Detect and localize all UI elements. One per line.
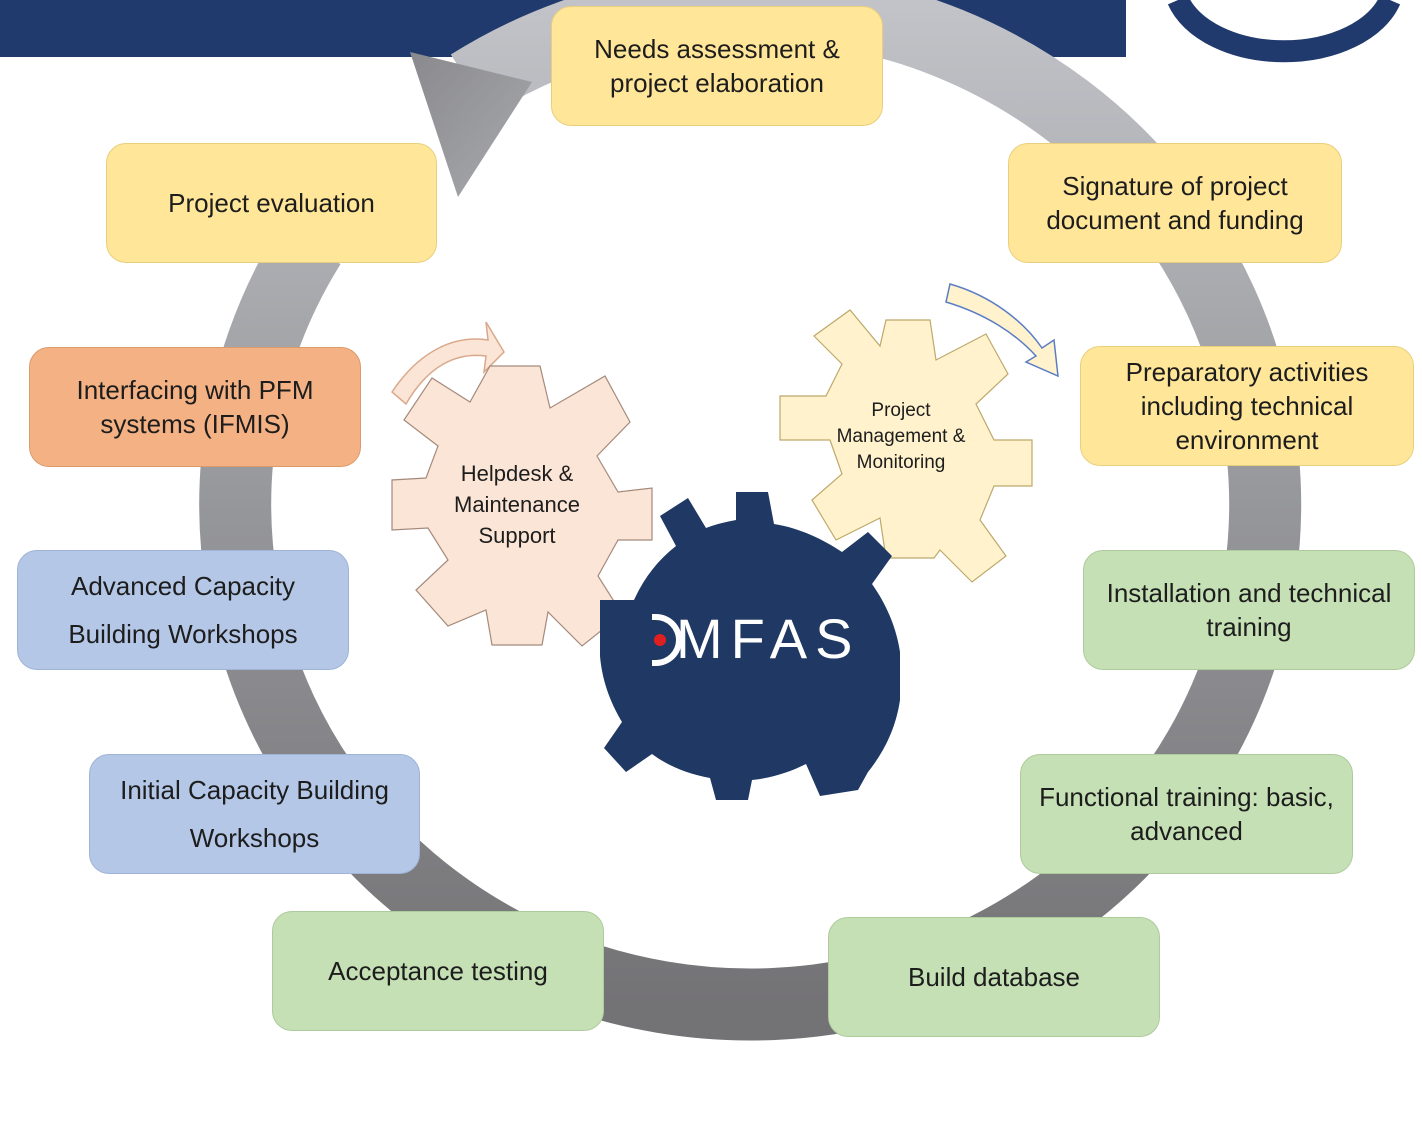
- helpdesk-gear-label: Helpdesk & Maintenance Support: [454, 460, 580, 548]
- helpdesk-cycle-arrow: [391, 321, 505, 406]
- step-installation: Installation and technical training: [1083, 550, 1415, 670]
- step-signature: Signature of project document and fundin…: [1008, 143, 1342, 263]
- step-needs-assessment: Needs assessment & project elaboration: [551, 6, 883, 126]
- step-acceptance-testing: Acceptance testing: [272, 911, 604, 1031]
- step-initial-capacity: Initial Capacity Building Workshops: [89, 754, 420, 874]
- cycle-arrow-head: [410, 52, 532, 197]
- dmfas-logo-text: MFAS: [676, 607, 861, 670]
- step-interfacing-pfm: Interfacing with PFM systems (IFMIS): [29, 347, 361, 467]
- management-gear-label: Project Management & Monitoring: [836, 400, 966, 473]
- management-gear: [779, 309, 1033, 583]
- step-build-database: Build database: [828, 917, 1160, 1037]
- step-advanced-capacity: Advanced Capacity Building Workshops: [17, 550, 349, 670]
- dmfas-logo-gear: [600, 492, 900, 800]
- corner-ring-decoration: [1167, 0, 1401, 63]
- helpdesk-gear: [391, 365, 653, 647]
- management-cycle-arrow: [945, 283, 1059, 378]
- step-functional-training: Functional training: basic, advanced: [1020, 754, 1353, 874]
- step-project-evaluation: Project evaluation: [106, 143, 437, 263]
- step-preparatory: Preparatory activities including technic…: [1080, 346, 1414, 466]
- dmfas-logo-d-arc: [652, 614, 682, 666]
